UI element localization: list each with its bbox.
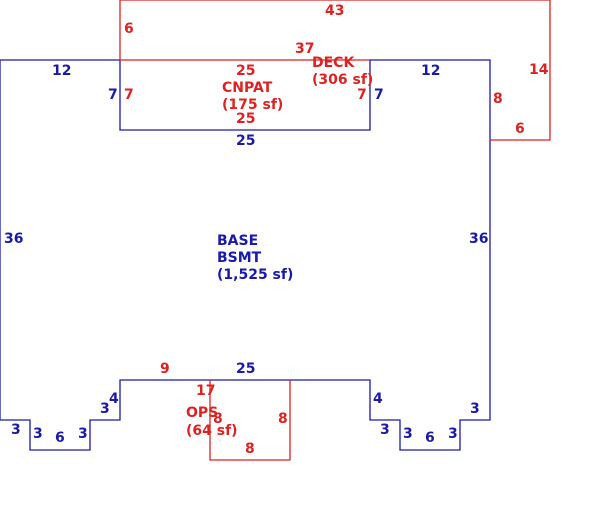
- dim-base-bottom-center: 25: [236, 361, 255, 377]
- dim-base-left-jog-3: 3: [100, 401, 110, 417]
- cnpat-area-name: CNPAT: [222, 80, 273, 96]
- dim-cnpat-right: 7: [357, 87, 367, 103]
- base-area-name: BASE: [217, 233, 258, 249]
- dim-base-right-notch-3a: 3: [380, 422, 390, 438]
- dim-deck-inner: 37: [295, 41, 314, 57]
- dim-base-right-notch-6: 6: [425, 430, 435, 446]
- dim-deck-step-down: 8: [493, 91, 503, 107]
- dim-base-right-notch-3b: 3: [403, 426, 413, 442]
- base-bsmt-outline: [0, 59, 491, 451]
- dim-base-left-notch-3b: 3: [33, 426, 43, 442]
- deck-outline: [119, 0, 551, 141]
- dim-cnpat-left: 7: [124, 87, 134, 103]
- ops-area-size: (64 sf): [186, 423, 238, 439]
- dim-deck-right: 14: [529, 62, 549, 78]
- deck-area-name: DECK: [312, 55, 355, 71]
- dim-base-right-jog-4: 4: [373, 391, 383, 407]
- dim-cnpat-top: 25: [236, 63, 255, 79]
- dim-base-right-side: 36: [469, 231, 488, 247]
- ops-outline: [209, 380, 291, 461]
- ops-area-name: OPS: [186, 405, 218, 421]
- dim-deck-top: 43: [325, 3, 344, 19]
- dim-ops-left: 8: [213, 411, 223, 427]
- dim-ops-right: 8: [278, 411, 288, 427]
- dim-base-step-left: 7: [108, 87, 118, 103]
- dim-base-right-jog-3: 3: [470, 401, 480, 417]
- dim-deck-step-across: 6: [515, 121, 525, 137]
- dim-base-right-notch-3c: 3: [448, 426, 458, 442]
- cnpat-area-size: (175 sf): [222, 97, 283, 113]
- dim-base-left-notch-6: 6: [55, 430, 65, 446]
- dim-base-inner-top: 25: [236, 133, 255, 149]
- dim-cnpat-bottom: 25: [236, 111, 255, 127]
- base-area-size: (1,525 sf): [217, 267, 293, 283]
- dim-base-left-side: 36: [4, 231, 23, 247]
- dim-base-left-notch-3a: 3: [11, 422, 21, 438]
- dim-base-left-jog-4: 4: [109, 391, 119, 407]
- dim-ops-top: 17: [196, 383, 215, 399]
- dim-base-step-right: 7: [374, 87, 384, 103]
- dim-base-top-right: 12: [421, 63, 440, 79]
- dim-base-top-left: 12: [52, 63, 71, 79]
- dim-ops-bottom: 8: [245, 441, 255, 457]
- dim-base-left-notch-3c: 3: [78, 426, 88, 442]
- dim-ops-extension: 9: [160, 361, 170, 377]
- dim-deck-left: 6: [124, 21, 134, 37]
- deck-area-size: (306 sf): [312, 72, 373, 88]
- base-area-subname: BSMT: [217, 250, 262, 266]
